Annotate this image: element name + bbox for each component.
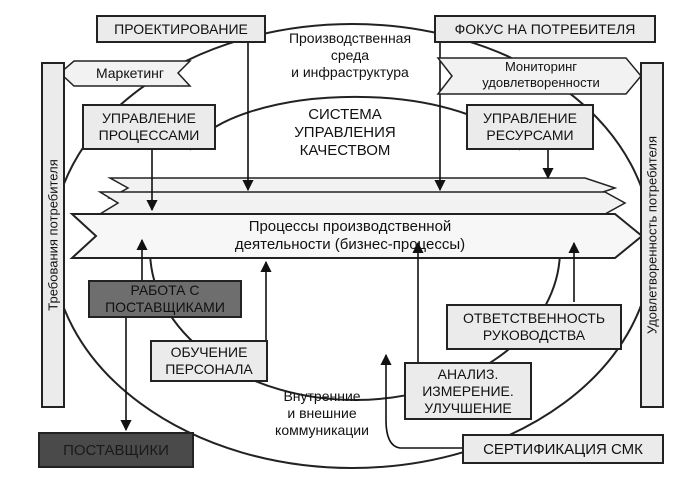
qms-title: СИСТЕМА УПРАВЛЕНИЯ КАЧЕСТВОМ: [294, 106, 396, 159]
monitoring-label: Мониторинг удовлетворенности: [482, 59, 600, 90]
right-vertical-bar: Удовлетворенность потребителя: [640, 62, 664, 408]
environment-label: Производственная среда и инфраструктура: [288, 30, 412, 80]
monitoring-banner: [436, 57, 642, 95]
processes-label: Процессы производственной деятельности (…: [234, 218, 466, 253]
design-text: ПРОЕКТИРОВАНИЕ: [114, 20, 248, 37]
process-band-middle: [97, 191, 627, 215]
left-vertical-bar: Требования потребителя: [41, 62, 65, 408]
suppliers-box: ПОСТАВЩИКИ: [38, 432, 194, 468]
customer-focus-box: ФОКУС НА ПОТРЕБИТЕЛЯ: [434, 15, 656, 43]
arrow-certification: [380, 353, 462, 449]
customer-focus-text: ФОКУС НА ПОТРЕБИТЕЛЯ: [454, 20, 636, 37]
analysis-box: АНАЛИЗ.ИЗМЕРЕНИЕ.УЛУЧШЕНИЕ: [404, 362, 532, 420]
certification-box: СЕРТИФИКАЦИЯ СМК: [462, 434, 664, 464]
marketing-label: Маркетинг: [95, 65, 165, 81]
communications-label: Внутренние и внешние коммуникации: [275, 388, 369, 438]
right-vertical-text: Удовлетворенность потребителя: [644, 135, 660, 335]
left-vertical-text: Требования потребителя: [45, 159, 61, 311]
process-band-front: [69, 213, 644, 259]
design-box: ПРОЕКТИРОВАНИЕ: [96, 15, 266, 43]
